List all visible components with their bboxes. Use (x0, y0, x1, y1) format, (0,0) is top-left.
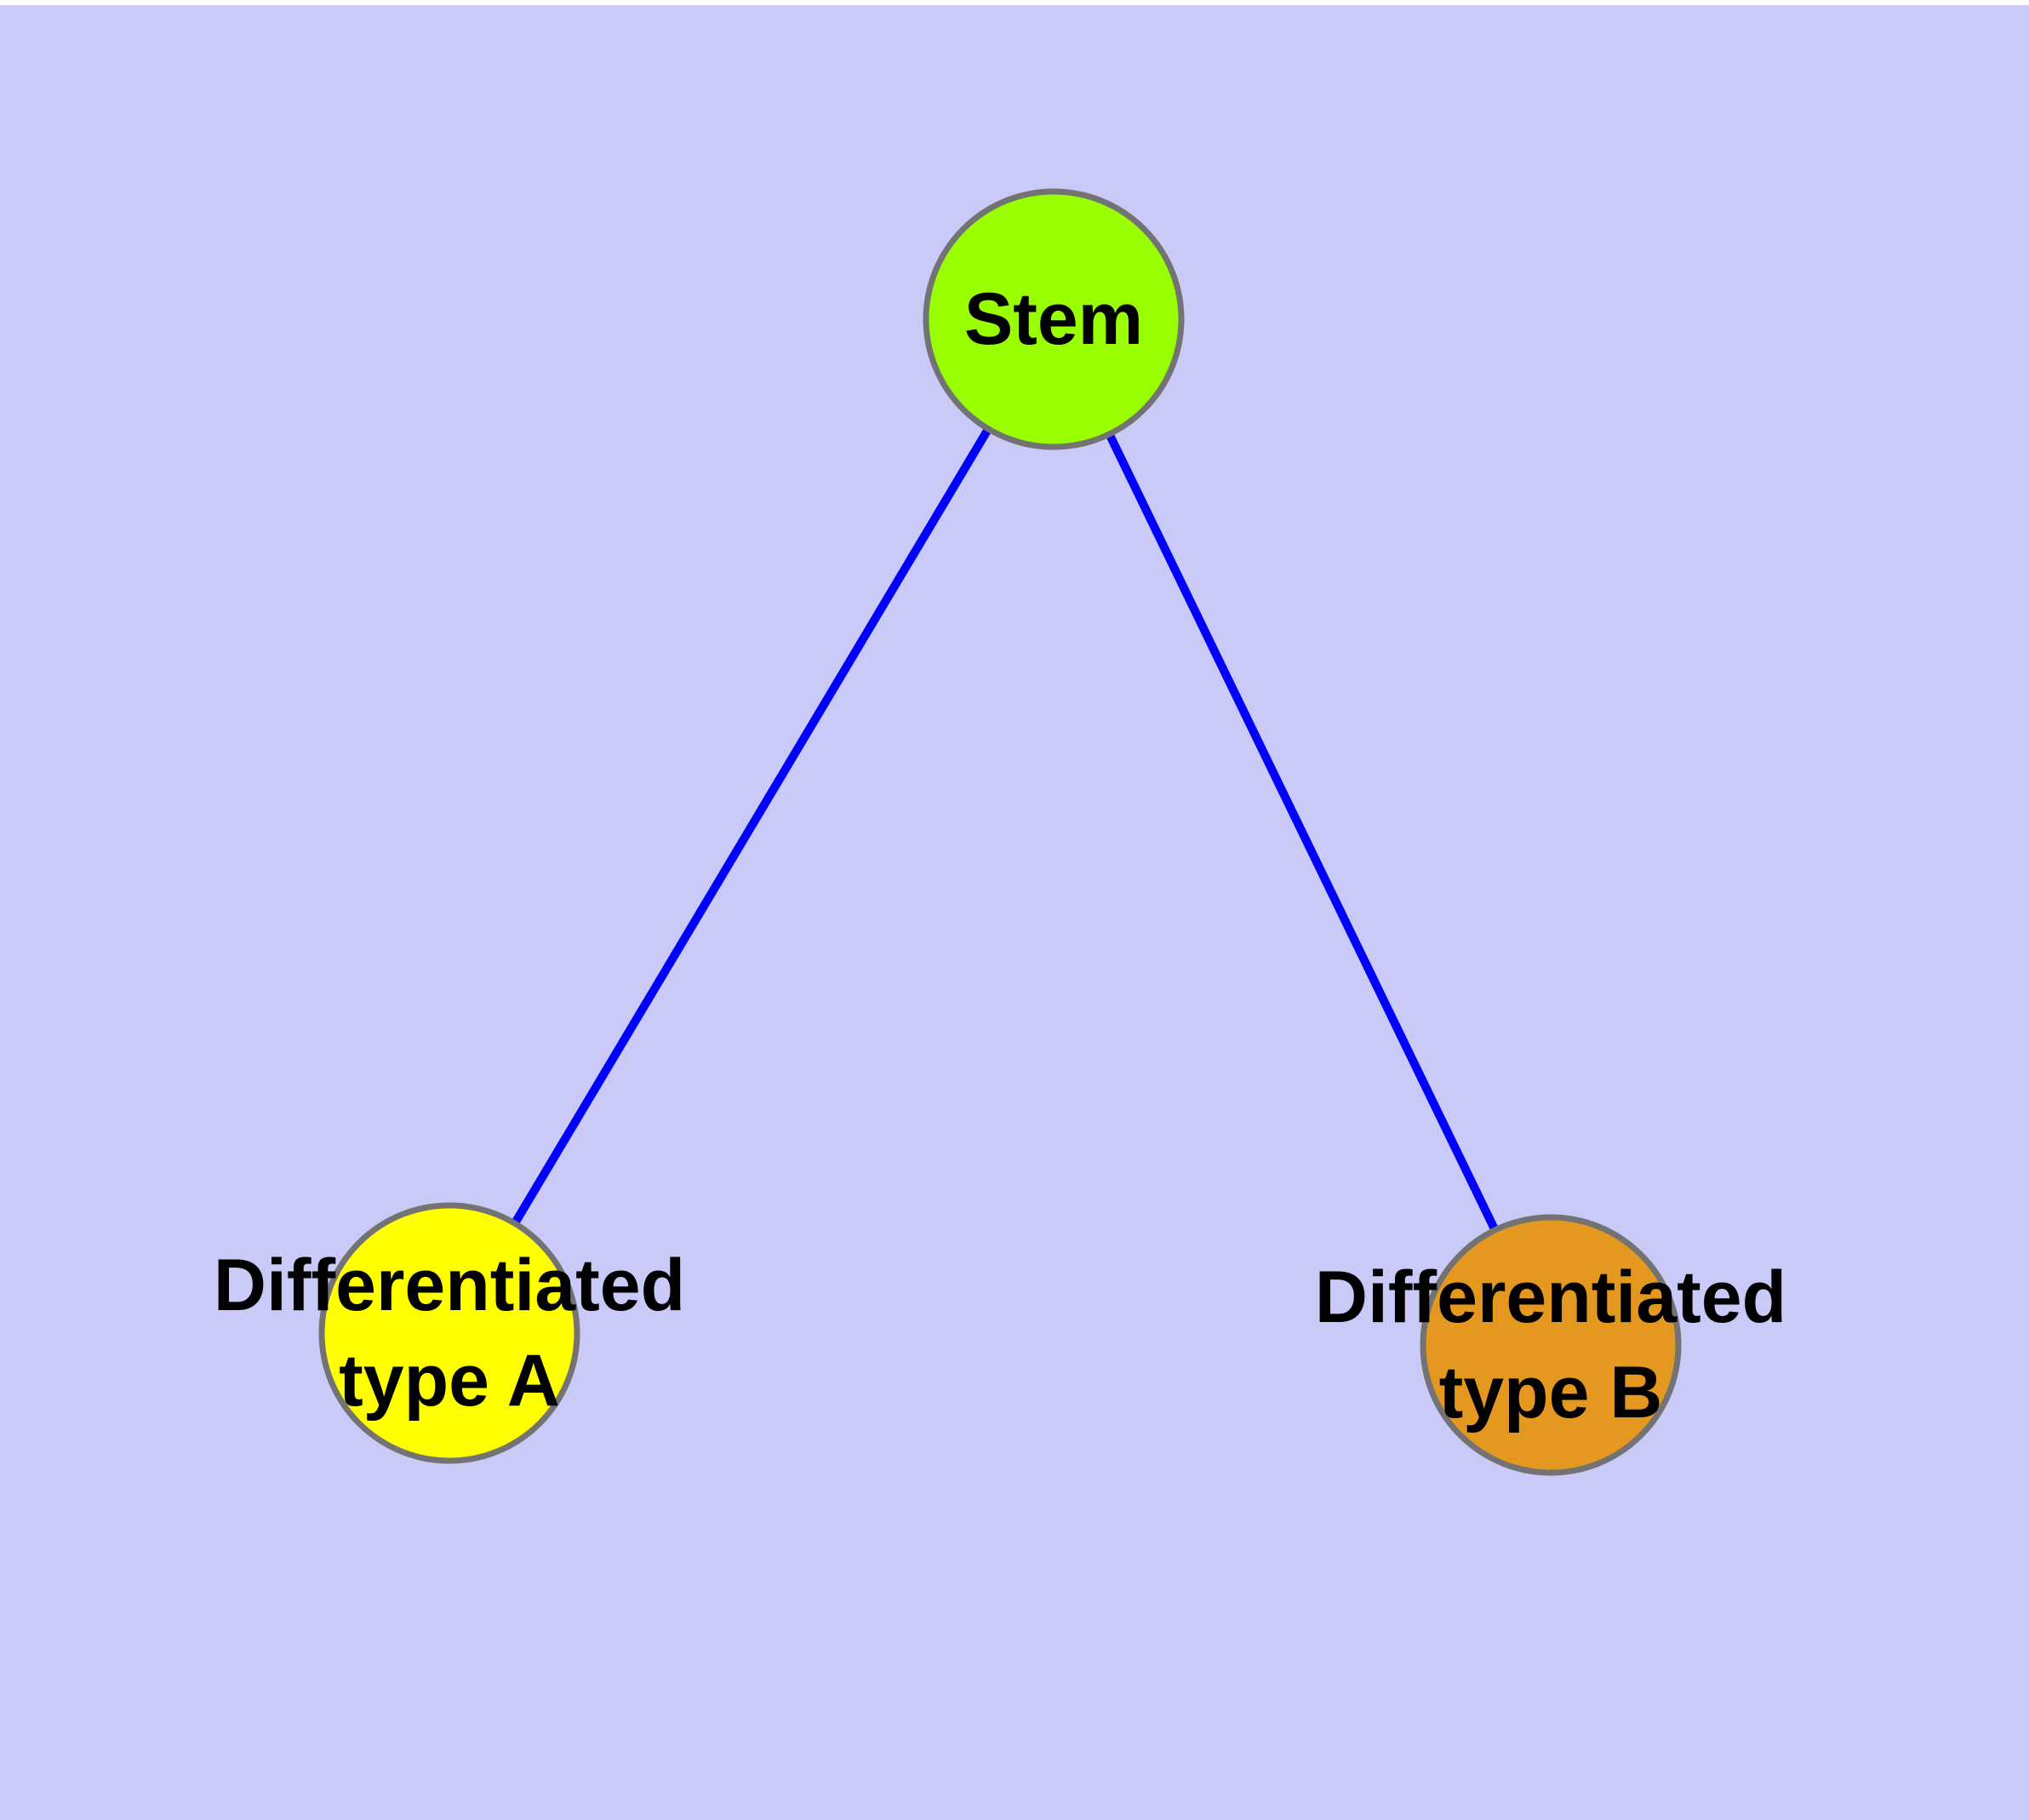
node-stem-label: Stem (964, 278, 1143, 360)
edge-stem-to-type-b (1049, 317, 1555, 1348)
node-stem (923, 188, 1185, 450)
node-differentiated-type-b-label-line1: Differentiated (1315, 1256, 1786, 1338)
node-differentiated-type-b (1420, 1214, 1682, 1476)
node-differentiated-type-a-label-line2: type A (339, 1340, 560, 1422)
node-differentiated-type-a-label-line1: Differentiated (214, 1245, 685, 1326)
node-differentiated-type-b-label-line2: type B (1439, 1352, 1663, 1434)
edge-stem-to-type-a (445, 317, 1058, 1336)
node-differentiated-type-a (318, 1202, 580, 1464)
